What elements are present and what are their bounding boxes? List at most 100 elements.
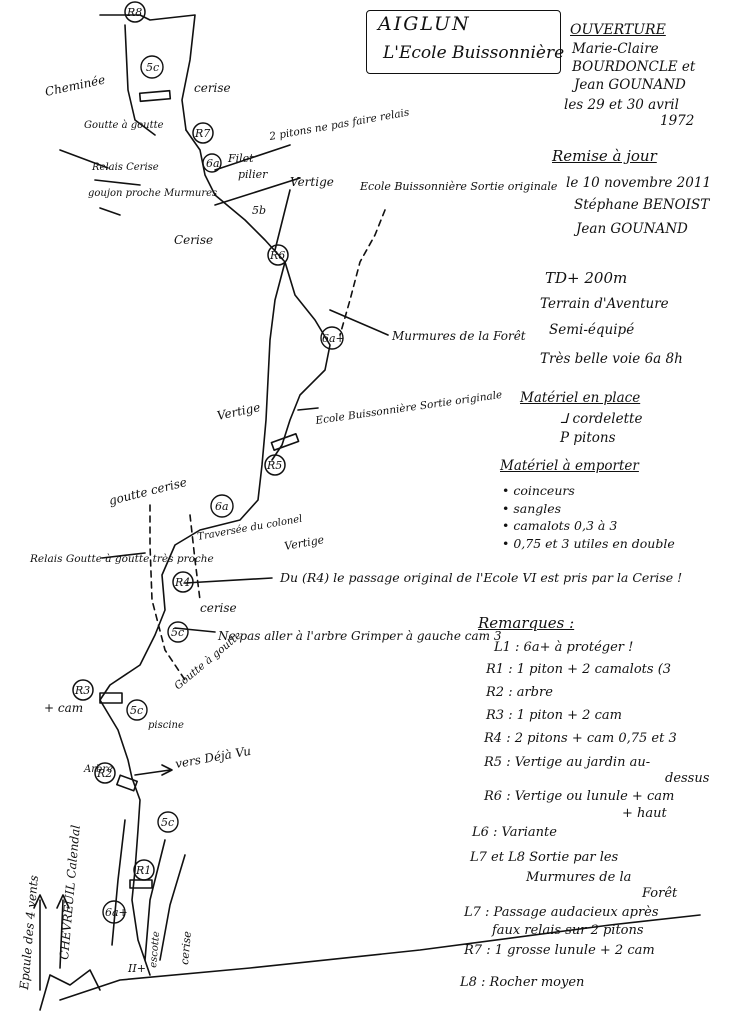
- label-chevreuil: CHEVREUIL Calendal: [57, 824, 83, 960]
- opening-heading: OUVERTURE: [570, 22, 666, 38]
- label-relais-cerise: Relais Cerise: [91, 162, 159, 173]
- info-grade: TD+ 200m: [545, 269, 628, 287]
- title-place: AIGLUN: [378, 13, 471, 35]
- label-cerise-mid: cerise: [200, 601, 237, 615]
- arrow-deja-vu: [134, 769, 171, 776]
- gear-bring-heading: Matériel à emporter: [500, 458, 639, 474]
- grade-l1: 6a+: [105, 906, 128, 919]
- grade-l6-var: 6a+: [322, 332, 345, 345]
- label-cheminee: Cheminée: [44, 73, 107, 99]
- grade-l8: 5c: [146, 61, 159, 74]
- opening-line-4: les 29 et 30 avril: [564, 97, 679, 113]
- remark-12: Murmures de la: [526, 870, 632, 885]
- label-goujon: goujon proche Murmures: [88, 188, 217, 199]
- remark-5: R4 : 2 pitons + cam 0,75 et 3: [484, 731, 677, 746]
- opening-line-2: BOURDONCLE et: [572, 59, 696, 75]
- grade-l4: 5c: [171, 626, 184, 639]
- revision-line-2: Stéphane BENOIST: [574, 197, 710, 213]
- opening-line-3: Jean GOUNAND: [574, 77, 686, 93]
- remark-13: Forêt: [642, 886, 678, 901]
- remark-17: L8 : Rocher moyen: [460, 975, 585, 990]
- grade-l6: 5b: [252, 204, 266, 217]
- belay-r1: R1: [135, 864, 151, 877]
- ground-line: [59, 914, 701, 1001]
- remark-7: dessus: [665, 771, 710, 786]
- label-vertige-low: Vertige: [283, 533, 325, 553]
- gear-bring-3: • camalots 0,3 à 3: [502, 518, 618, 533]
- label-vers-deja: vers Déjà Vu: [174, 744, 252, 771]
- label-cerise-top: cerise: [194, 81, 231, 95]
- remark-1: L1 : 6a+ à protéger !: [494, 640, 634, 655]
- opening-line-1: Marie-Claire: [572, 41, 659, 57]
- label-filet: Filet: [227, 152, 254, 165]
- grade-l7: 6a: [206, 157, 220, 170]
- remark-4: R3 : 1 piton + 2 cam: [486, 708, 622, 723]
- belay-r4: R4: [174, 576, 190, 589]
- route-cerise-upper: [189, 514, 201, 601]
- label-vertige-top: Vertige: [290, 175, 334, 189]
- remarks-heading: Remarques :: [478, 614, 575, 632]
- grade-l3: 5c: [130, 704, 143, 717]
- remark-8: R6 : Vertige ou lunule + cam: [484, 789, 675, 804]
- gear-in-place-2: P pitons: [560, 430, 616, 446]
- revision-line-1: le 10 novembre 2011: [566, 175, 712, 191]
- label-relais-left: Relais Goutte à goutte très proche: [29, 553, 214, 565]
- title-route: L'Ecole Buissonnière: [383, 43, 565, 63]
- label-cam: + cam: [44, 701, 83, 715]
- remark-11: L7 et L8 Sortie par les: [470, 850, 619, 865]
- remark-6: R5 : Vertige au jardin au-: [484, 755, 651, 770]
- grade-l2: 5c: [161, 816, 174, 829]
- label-2-pitons: 2 pitons ne pas faire relais: [267, 106, 410, 143]
- label-goutte-top: Goutte à goutte: [84, 120, 164, 131]
- info-rating: Très belle voie 6a 8h: [540, 351, 683, 367]
- remark-14: L7 : Passage audacieux après: [464, 905, 659, 920]
- gear-bring-4: • 0,75 et 3 utiles en double: [502, 536, 675, 551]
- variant-murmures: [271, 261, 331, 461]
- label-cerise-bottom: cerise: [178, 930, 194, 965]
- opening-line-5: 1972: [660, 113, 695, 129]
- label-vertige-mid: Vertige: [216, 400, 262, 423]
- info-equipment: Semi-équipé: [549, 322, 635, 338]
- remark-10: L6 : Variante: [472, 825, 557, 840]
- route-goutte: [149, 504, 186, 681]
- gear-in-place-heading: Matériel en place: [520, 390, 641, 406]
- remark-2: R1 : 1 piton + 2 camalots (3: [486, 662, 672, 677]
- label-pilier: pilier: [238, 168, 268, 181]
- remark-3: R2 : arbre: [486, 685, 553, 700]
- label-goutte-cerise: goutte cerise: [107, 475, 188, 508]
- main-route-line: [99, 129, 286, 976]
- revision-heading: Remise à jour: [552, 147, 657, 165]
- remark-16: R7 : 1 grosse lunule + 2 cam: [464, 943, 655, 958]
- label-escotte: escotte: [148, 931, 162, 969]
- belay-r6: R6: [269, 249, 285, 262]
- label-ecole-sortie: Ecole Buissonnière Sortie originale: [359, 180, 558, 193]
- label-epaule: Epaule des 4 vents: [17, 875, 41, 992]
- label-arbre: Arbre: [83, 764, 113, 775]
- grade-l5: 6a: [215, 500, 229, 513]
- belay-r8: R8: [126, 6, 142, 19]
- label-piscine: piscine: [148, 720, 184, 731]
- gear-in-place-1: ᒧ cordelette: [560, 411, 643, 427]
- route-ecole-original: [339, 209, 386, 336]
- belay-r5: R5: [266, 459, 282, 472]
- belay-r3: R3: [74, 684, 90, 697]
- lower-crack-mid: [144, 839, 166, 961]
- lower-crack-right: [159, 854, 186, 961]
- gear-bring-1: • coinceurs: [502, 483, 575, 498]
- rock-outline-top: [99, 14, 196, 131]
- remark-15: faux relais sur 2 pitons: [492, 923, 644, 938]
- revision-line-3: Jean GOUNAND: [576, 221, 688, 237]
- remark-9: + haut: [622, 806, 667, 821]
- label-du-r4: Du (R4) le passage original de l'Ecole V…: [279, 570, 682, 585]
- info-terrain: Terrain d'Aventure: [540, 296, 669, 312]
- lower-crack-left: [111, 819, 126, 946]
- belay-r2: R2: [96, 767, 112, 780]
- ground-rock-left: [39, 969, 101, 1011]
- title-box: [366, 10, 561, 74]
- belay-r7: R7: [194, 127, 210, 140]
- label-ecole-sortie2: Ecole Buissonnière Sortie originale: [314, 389, 503, 427]
- label-murmures: Murmures de la Forêt: [391, 329, 526, 343]
- label-cerise-left: Cerise: [174, 233, 213, 247]
- gear-bring-2: • sangles: [502, 501, 562, 516]
